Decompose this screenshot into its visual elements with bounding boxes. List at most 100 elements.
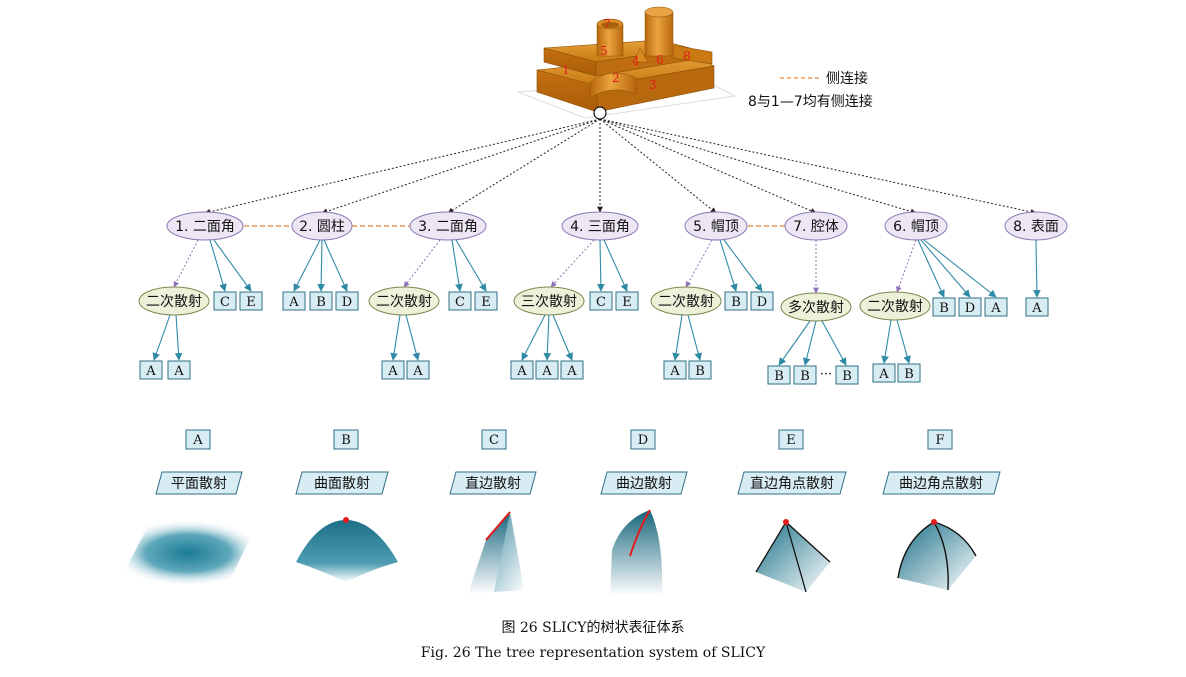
legend: 侧连接 8与1—7均有侧连接 [748, 70, 873, 110]
edge-s4-A1 [521, 314, 546, 361]
svg-text:B: B [695, 364, 705, 379]
key-letter-F: F [927, 429, 953, 450]
svg-text:D: D [757, 295, 767, 310]
box-n5-B: B [724, 291, 748, 311]
box-s1-A1: A [139, 360, 163, 380]
svg-text:曲边角点散射: 曲边角点散射 [899, 476, 983, 492]
box-s4-A1: A [510, 360, 534, 380]
key-label-curved-surface: 曲面散射 [295, 471, 389, 495]
svg-text:B: B [904, 367, 914, 382]
box-n6-D: D [958, 297, 982, 317]
scatter-n4-label: 三次散射 [521, 294, 577, 310]
scatter-n7-label: 多次散射 [788, 299, 844, 316]
svg-text:C: C [489, 433, 499, 448]
box-s5-B: B [688, 360, 712, 380]
svg-text:A: A [990, 301, 1001, 316]
model-part-labels: 1 2 3 4 5 6 7 8 [562, 17, 691, 92]
box-s7-B1: B [767, 365, 791, 385]
scatter-n7: 多次散射 [780, 292, 852, 322]
scatter-n6: 二次散射 [859, 291, 931, 321]
edge-n6-B [917, 239, 945, 298]
root-node [593, 106, 607, 120]
model-label-8: 8 [683, 49, 691, 63]
svg-text:B: B [316, 295, 326, 310]
svg-text:A: A [412, 364, 423, 379]
scatter-n3: 二次散射 [368, 286, 440, 316]
plane-illustration [118, 522, 258, 584]
key-letter-E: E [778, 429, 804, 450]
edge-s3-A1 [390, 314, 401, 361]
svg-text:曲面散射: 曲面散射 [314, 476, 370, 492]
edge-root-n6 [599, 118, 917, 215]
svg-text:D: D [638, 433, 648, 448]
box-s7-B2: B [793, 365, 817, 385]
box-s4-A2: A [535, 360, 559, 380]
edge-n4-scatter [550, 239, 595, 288]
key-letter-A: A [185, 429, 211, 450]
svg-text:C: C [220, 295, 230, 310]
edge-s7-B2 [802, 320, 817, 366]
model-label-6: 6 [656, 53, 664, 67]
svg-text:E: E [786, 433, 796, 448]
svg-text:曲边散射: 曲边散射 [616, 476, 672, 492]
letter-boxes: C E A B D C E C E B D B D A A A A A A A … [139, 291, 1049, 385]
node-n1: 1. 二面角 [166, 211, 244, 241]
svg-text:F: F [935, 433, 944, 448]
legend-note: 8与1—7均有侧连接 [748, 93, 873, 110]
svg-text:A: A [566, 364, 577, 379]
edge-s6-A [881, 319, 892, 364]
svg-text:B: B [341, 433, 351, 448]
svg-text:平面散射: 平面散射 [171, 476, 227, 492]
edge-n1-C [209, 239, 227, 292]
box-s5-A: A [663, 360, 687, 380]
edge-n6-A [923, 239, 997, 298]
caption-english: Fig. 26 The tree representation system o… [420, 645, 766, 661]
box-n2-B: B [309, 291, 333, 311]
node-n5-label: 5. 帽顶 [693, 219, 739, 235]
level1-nodes: 1. 二面角 2. 圆柱 3. 二面角 4. 三面角 5. 帽顶 7. 腔体 6… [166, 211, 1068, 241]
edge-n2-D [323, 239, 348, 292]
key-letters: A B C D E F [185, 429, 953, 450]
model-label-7: 7 [603, 17, 611, 31]
svg-text:C: C [455, 295, 465, 310]
box-n1-E: E [239, 291, 263, 311]
box-n8-A: A [1025, 297, 1049, 317]
svg-text:B: B [731, 295, 741, 310]
box-s3-A1: A [381, 360, 405, 380]
box-s1-A2: A [167, 360, 191, 380]
straight-edge-illustration [468, 511, 524, 594]
edge-root-n2 [321, 118, 601, 215]
caption-chinese: 图 26 SLICY的树状表征体系 [501, 620, 685, 636]
edge-n2-B [317, 239, 325, 292]
node-n2-label: 2. 圆柱 [299, 219, 345, 235]
edge-s1-A2 [174, 314, 183, 361]
edge-s5-B [687, 314, 702, 361]
node-n3-label: 3. 二面角 [418, 219, 478, 235]
edge-s3-A2 [405, 314, 420, 361]
key-label-straight-corner: 直边角点散射 [737, 471, 847, 495]
edge-root-n8 [599, 118, 1037, 215]
node-n7-label: 7. 腔体 [793, 219, 839, 235]
key-label-curved-corner: 曲边角点散射 [882, 471, 1001, 495]
key-illustrations [118, 509, 977, 596]
svg-text:直边角点散射: 直边角点散射 [750, 475, 834, 492]
edge-n1-E [213, 239, 252, 292]
key-letter-B: B [333, 429, 359, 450]
svg-text:A: A [145, 364, 156, 379]
svg-text:A: A [173, 364, 184, 379]
scatter-n5-label: 二次散射 [658, 294, 714, 310]
edge-n6-D [920, 239, 971, 298]
scatter-n3-label: 二次散射 [376, 294, 432, 310]
edge-root-n7 [599, 118, 817, 214]
box-n3-C: C [448, 291, 472, 311]
slicy-model: 1 2 3 4 5 6 7 8 [517, 6, 737, 119]
svg-text:E: E [481, 295, 491, 310]
svg-text:A: A [516, 364, 527, 379]
edge-n3-scatter [403, 239, 441, 288]
node-n6-label: 6. 帽顶 [893, 219, 939, 235]
box-n1-C: C [213, 291, 237, 311]
svg-text:B: B [939, 301, 949, 316]
edge-n2-A [293, 239, 321, 292]
svg-text:A: A [387, 364, 398, 379]
